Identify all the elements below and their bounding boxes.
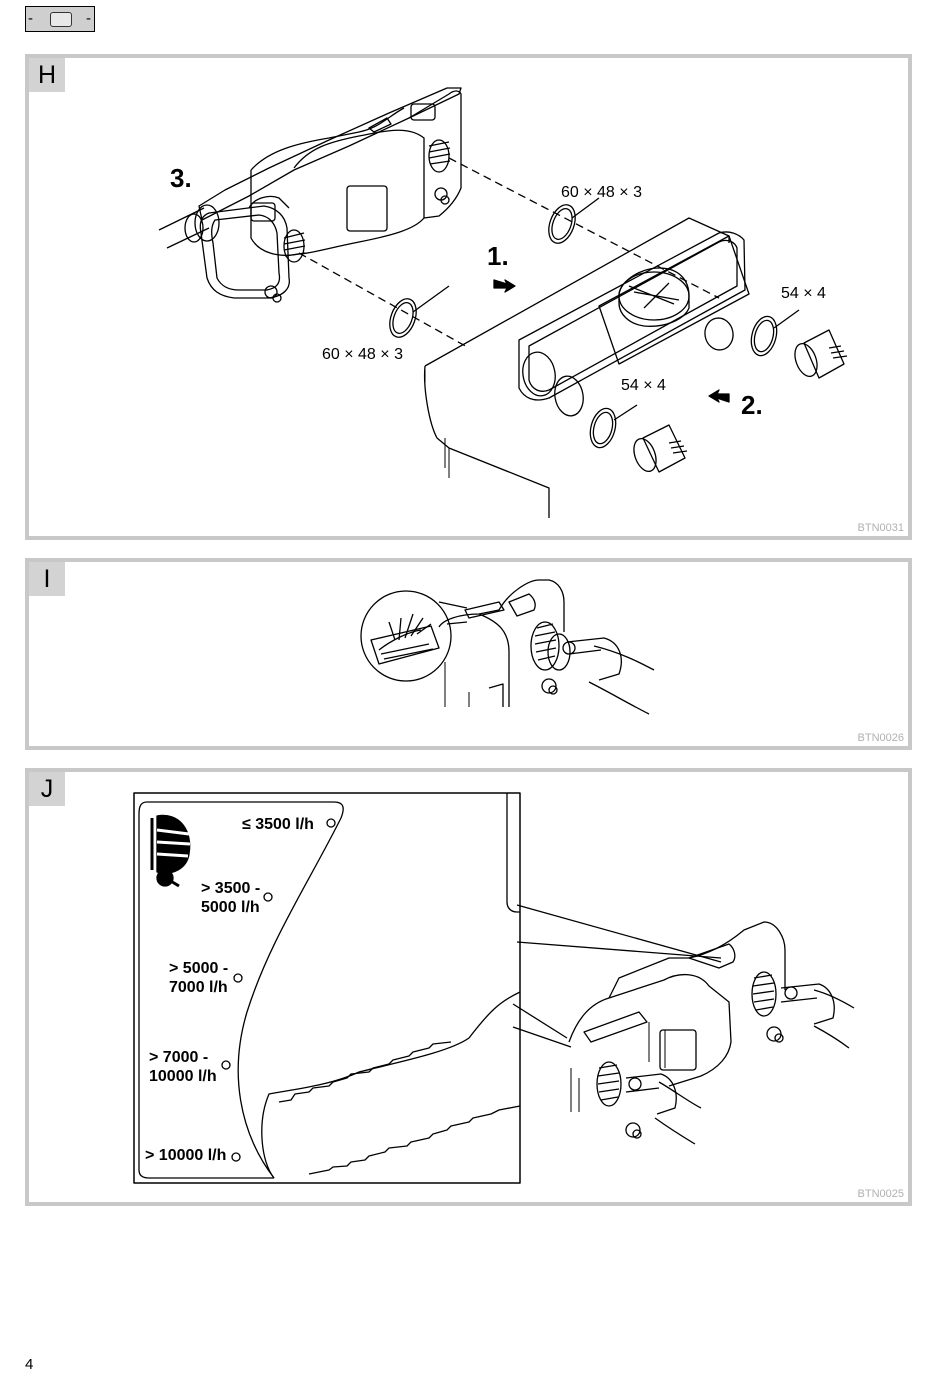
flow-label-2b: 5000 l/h xyxy=(201,899,260,916)
panel-letter-h: H xyxy=(29,58,65,92)
assembly-illustration-h xyxy=(158,87,848,518)
figure-code-j: BTN0025 xyxy=(857,1188,904,1200)
tab-rectangle-icon xyxy=(50,12,72,27)
indicator-detail-illustration-i xyxy=(360,579,655,715)
flow-label-4a: > 7000 - xyxy=(149,1049,209,1066)
flow-rate-illustration-j xyxy=(133,792,855,1184)
flow-label-1: ≤ 3500 l/h xyxy=(242,816,314,833)
flow-label-3b: 7000 l/h xyxy=(169,979,228,996)
figure-code-h: BTN0031 xyxy=(857,522,904,534)
top-tab-indicator: - - xyxy=(25,6,95,32)
ring-label-upper: 60 × 48 × 3 xyxy=(561,184,642,201)
panel-j: J xyxy=(25,768,912,1206)
step-label-2: 2. xyxy=(741,390,763,420)
flow-label-5: > 10000 l/h xyxy=(145,1147,227,1164)
page-number: 4 xyxy=(25,1356,34,1373)
step-label-1: 1. xyxy=(487,241,509,271)
tab-dash-right: - xyxy=(86,10,91,27)
ring-label-right-bottom: 54 × 4 xyxy=(621,377,666,394)
panel-letter-i: I xyxy=(29,562,65,596)
ring-label-right-top: 54 × 4 xyxy=(781,285,826,302)
flow-label-4b: 10000 l/h xyxy=(149,1068,217,1085)
panel-i: I BTN0026 xyxy=(25,558,912,750)
panel-letter-j: J xyxy=(29,772,65,806)
figure-code-i: BTN0026 xyxy=(857,732,904,744)
flow-label-3a: > 5000 - xyxy=(169,960,229,977)
tab-dash-left: - xyxy=(28,10,33,27)
ring-label-lower: 60 × 48 × 3 xyxy=(322,346,403,363)
flow-label-2a: > 3500 - xyxy=(201,880,261,897)
panel-h: H xyxy=(25,54,912,540)
step-label-3: 3. xyxy=(170,163,192,193)
